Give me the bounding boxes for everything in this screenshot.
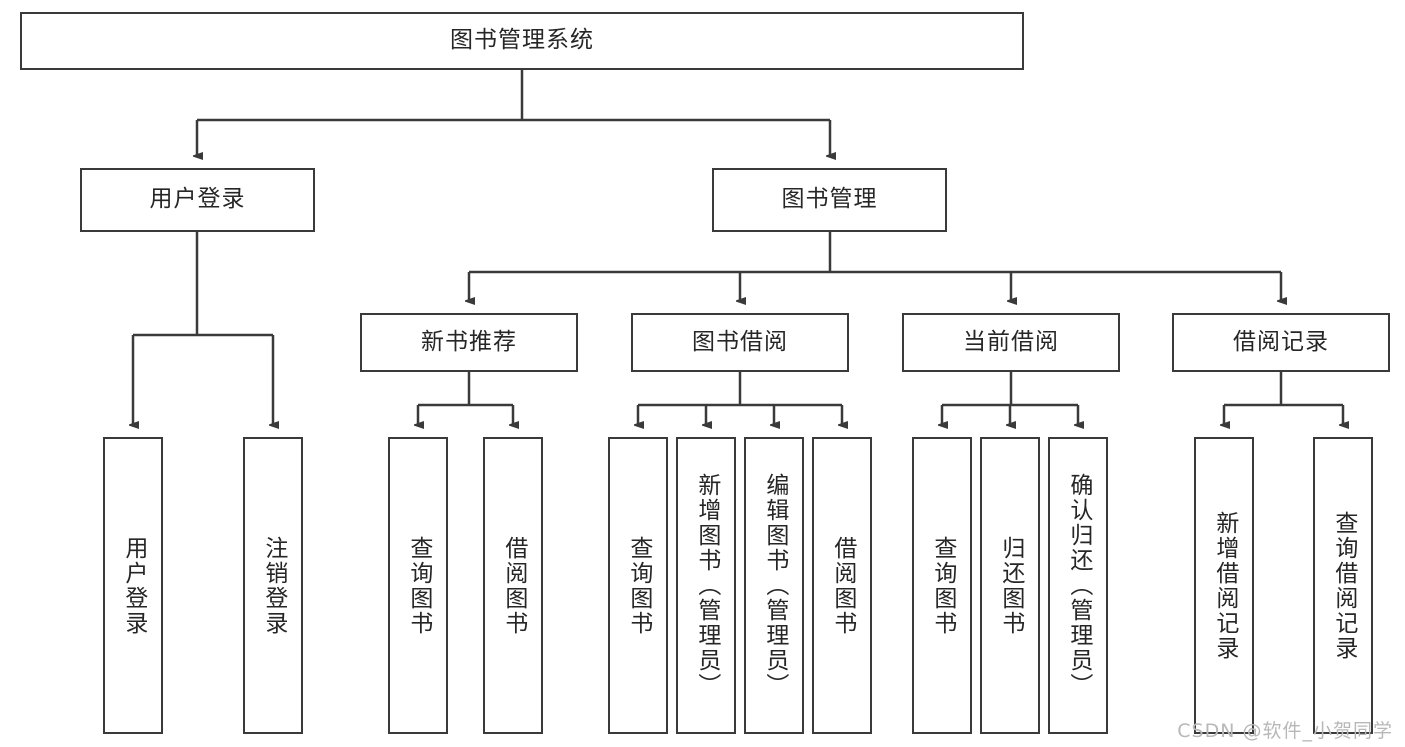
leaf-new-book-borrow[interactable]: 借阅图书 — [483, 437, 543, 734]
leaf-book-borrow-query[interactable]: 查询图书 — [608, 437, 668, 734]
node-label: 新增借阅记录 — [1211, 510, 1238, 661]
node-label: 用户登录 — [120, 535, 147, 636]
leaf-user-login-login[interactable]: 用户登录 — [103, 437, 163, 734]
node-label: 归还图书 — [997, 535, 1024, 636]
leaf-book-borrow-edit[interactable]: 编辑图书（管理员） — [744, 437, 804, 734]
watermark: CSDN @软件_小贺同学 — [1177, 720, 1393, 742]
node-label: 确认归还（管理员） — [1065, 473, 1092, 698]
leaf-book-borrow-add[interactable]: 新增图书（管理员） — [676, 437, 736, 734]
node-label: 当前借阅 — [963, 328, 1059, 355]
node-label: 用户登录 — [149, 186, 246, 213]
node-borrow-record[interactable]: 借阅记录 — [1172, 313, 1390, 372]
leaf-new-book-query[interactable]: 查询图书 — [388, 437, 448, 734]
leaf-book-borrow-borrow[interactable]: 借阅图书 — [812, 437, 872, 734]
leaf-current-borrow-confirm-return[interactable]: 确认归还（管理员） — [1048, 437, 1108, 734]
leaf-current-borrow-query[interactable]: 查询图书 — [912, 437, 972, 734]
node-label: 查询图书 — [625, 535, 652, 636]
node-label: 图书管理 — [781, 186, 878, 213]
node-label: 注销登录 — [260, 535, 287, 636]
node-label: 编辑图书（管理员） — [761, 473, 788, 698]
node-label: 图书借阅 — [692, 328, 788, 355]
node-label: 查询图书 — [929, 535, 956, 636]
node-label: 借阅图书 — [500, 535, 527, 636]
node-label: 借阅图书 — [829, 535, 856, 636]
node-label: 查询图书 — [405, 535, 432, 636]
node-label: 查询借阅记录 — [1330, 510, 1357, 661]
node-root-book-management-system[interactable]: 图书管理系统 — [20, 12, 1024, 70]
node-user-login[interactable]: 用户登录 — [80, 168, 315, 232]
node-new-book-recommend[interactable]: 新书推荐 — [360, 313, 578, 372]
node-current-borrow[interactable]: 当前借阅 — [902, 313, 1120, 372]
node-book-management[interactable]: 图书管理 — [712, 168, 947, 232]
node-label: 新书推荐 — [421, 328, 517, 355]
leaf-borrow-record-add[interactable]: 新增借阅记录 — [1194, 437, 1254, 734]
node-label: 借阅记录 — [1233, 328, 1329, 355]
leaf-borrow-record-query[interactable]: 查询借阅记录 — [1313, 437, 1373, 734]
node-label: 图书管理系统 — [450, 27, 594, 54]
leaf-user-login-logout[interactable]: 注销登录 — [243, 437, 303, 734]
leaf-current-borrow-return[interactable]: 归还图书 — [980, 437, 1040, 734]
node-label: 新增图书（管理员） — [693, 473, 720, 698]
node-book-borrow[interactable]: 图书借阅 — [631, 313, 849, 372]
